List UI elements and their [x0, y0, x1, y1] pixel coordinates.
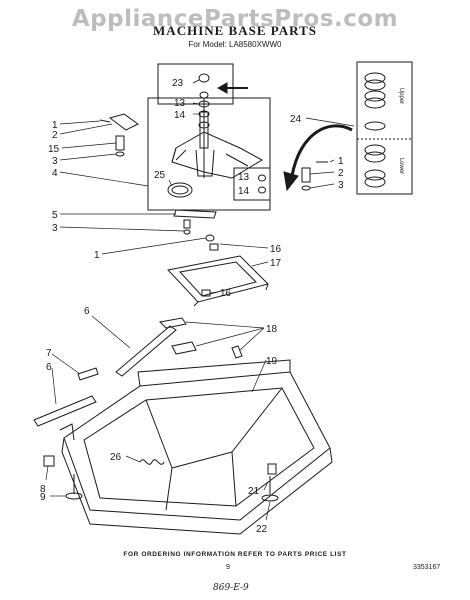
callout-15: 15 [48, 144, 60, 155]
document-number: 3353167 [413, 564, 441, 571]
page-number: 9 [226, 564, 230, 571]
callout-2-right: 2 [338, 168, 344, 179]
callout-1-right: 1 [338, 156, 344, 167]
bearing-inset [356, 61, 413, 195]
base-rails [115, 317, 243, 377]
inset-label-upper: Upper [398, 88, 404, 104]
callout-16-upper: 16 [270, 244, 282, 255]
inset-label-lower: Lower [398, 158, 404, 174]
callout-numbers: 23 13 14 24 1 2 15 3 4 1 2 3 25 13 14 5 … [40, 78, 344, 535]
callout-16-lower: 16 [220, 288, 232, 299]
right-mount-parts [301, 161, 328, 191]
callout-4: 4 [52, 168, 58, 179]
spring-part [139, 459, 165, 465]
callout-6-lower: 6 [46, 362, 52, 373]
callout-1-center: 1 [94, 250, 100, 261]
leader-lines [45, 79, 355, 521]
callout-23: 23 [172, 78, 184, 89]
callout-14-lower: 14 [238, 186, 250, 197]
callout-9: 9 [40, 492, 46, 503]
bracket-seven [77, 367, 99, 381]
callout-21: 21 [248, 486, 260, 497]
callout-18: 18 [266, 324, 278, 335]
handwritten-note: 869-E-9 [213, 583, 249, 593]
left-side-rail [33, 395, 97, 427]
motor-bracket [167, 243, 269, 307]
callout-3-right: 3 [338, 180, 344, 191]
callout-3-center: 3 [52, 223, 58, 234]
callout-8: 8 [40, 484, 46, 495]
callout-6-upper: 6 [84, 306, 90, 317]
callout-5: 5 [52, 210, 58, 221]
model-number: For Model: LA8580XWW0 [188, 40, 282, 49]
callout-13-upper: 13 [174, 98, 186, 109]
leveling-legs [43, 455, 279, 502]
callout-22: 22 [256, 524, 268, 535]
left-mount-parts [99, 113, 139, 157]
callout-1-left: 1 [52, 120, 58, 131]
callout-13-lower: 13 [238, 172, 250, 183]
callout-24: 24 [290, 114, 302, 125]
callout-2-left: 2 [52, 130, 58, 141]
ordering-note: FOR ORDERING INFORMATION REFER TO PARTS … [123, 551, 347, 558]
transmission-box [147, 97, 271, 211]
callout-19: 19 [266, 356, 278, 367]
watermark: AppliancePartsPros.com [71, 6, 399, 32]
center-mount-parts [173, 209, 217, 242]
pointer-arrow [216, 82, 248, 94]
callout-25: 25 [154, 170, 166, 181]
callout-3-left: 3 [52, 156, 58, 167]
curved-arrow [283, 124, 353, 192]
callout-17: 17 [270, 258, 282, 269]
callout-14-upper: 14 [174, 110, 186, 121]
callout-7: 7 [46, 348, 52, 359]
callout-26: 26 [110, 452, 122, 463]
base-frame [59, 359, 333, 535]
diagram-title: MACHINE BASE PARTS [153, 23, 317, 38]
